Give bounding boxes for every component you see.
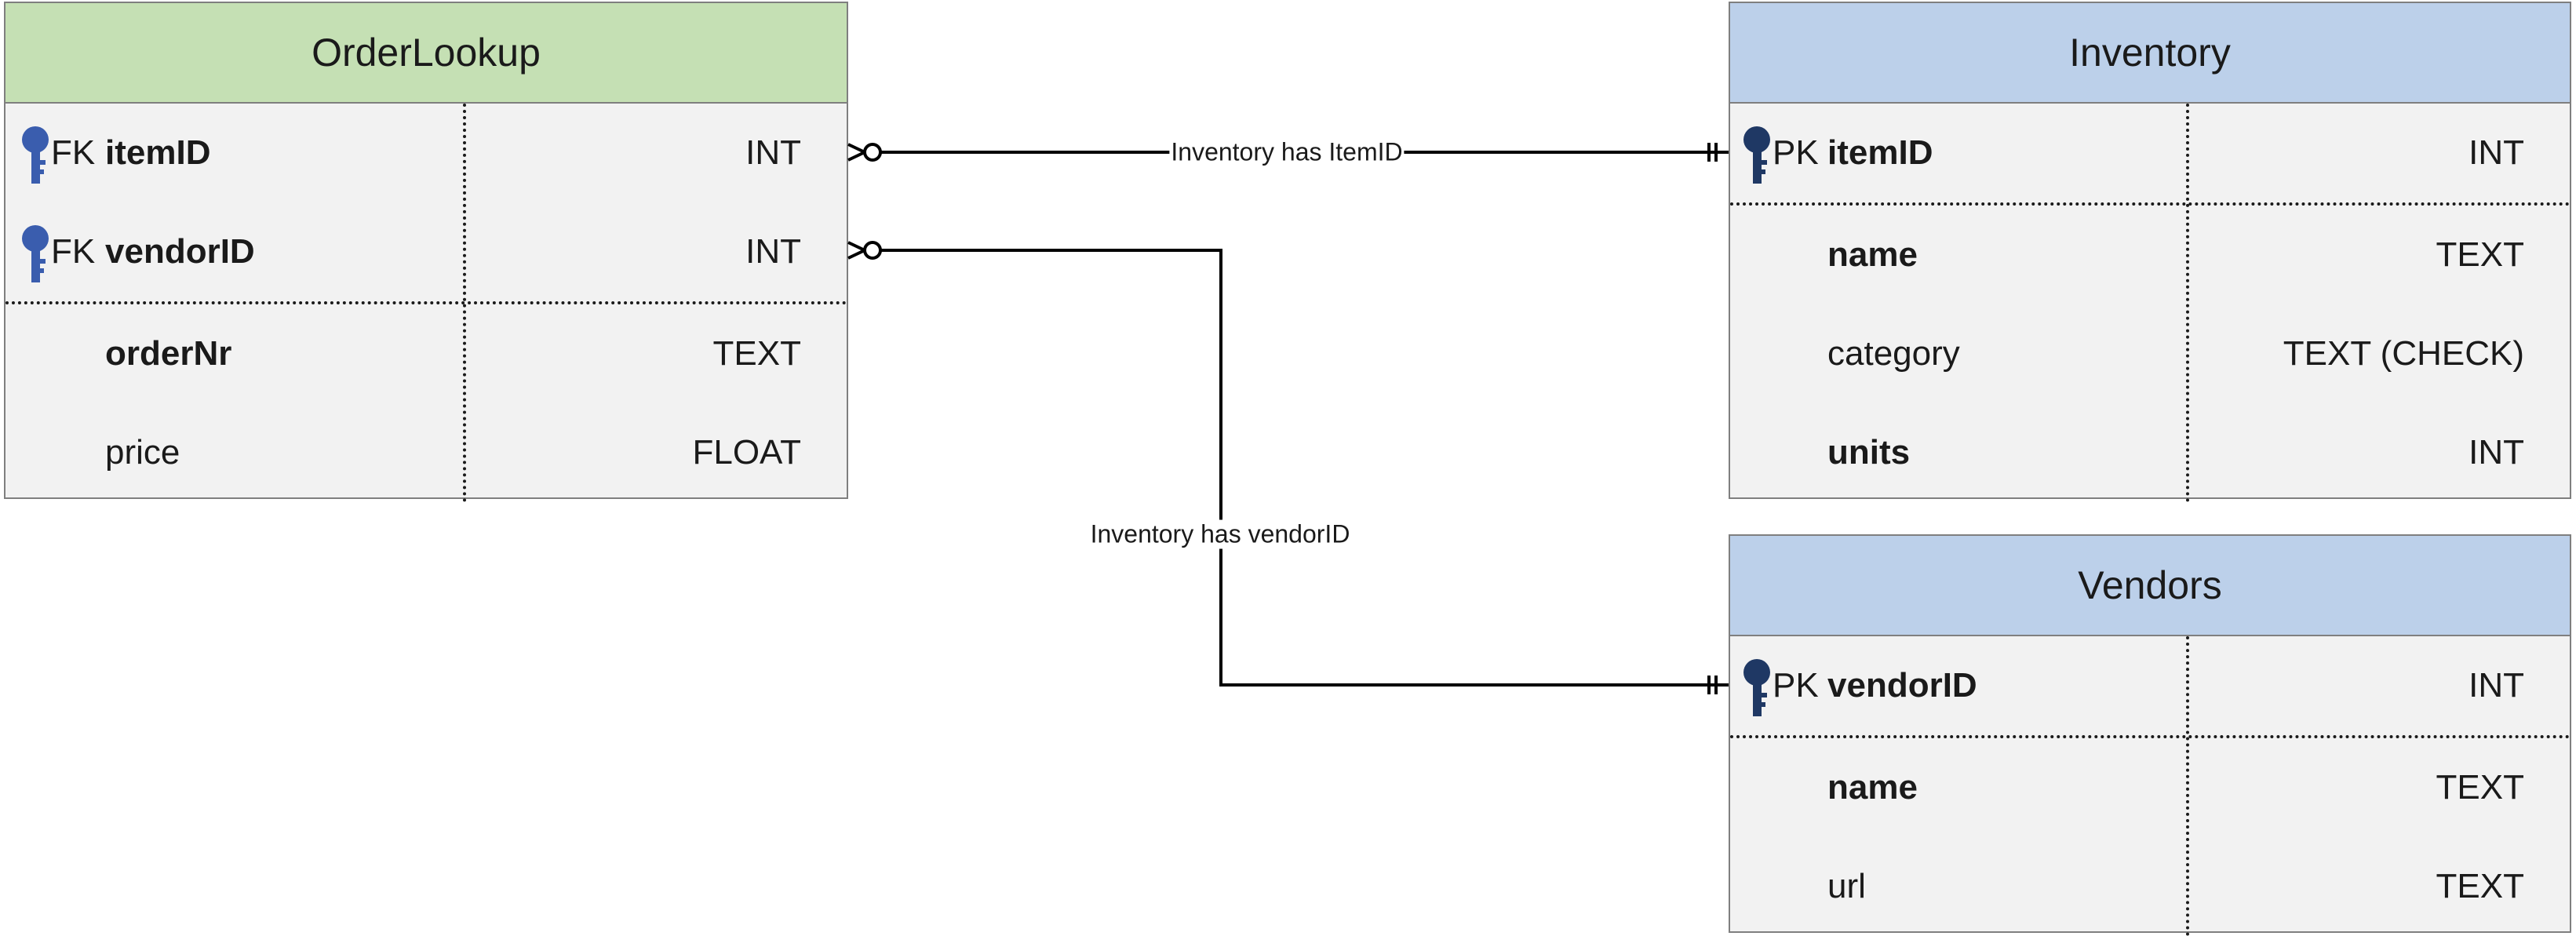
table-row[interactable]: category TEXT (CHECK) — [1730, 304, 2570, 403]
column-divider — [463, 104, 466, 502]
column-divider — [2186, 104, 2189, 502]
section-divider — [1730, 202, 2570, 206]
section-divider — [1730, 735, 2570, 738]
column-name: vendorID — [1827, 666, 1977, 705]
inventory-table[interactable]: Inventory PK itemID INT name TEXT catego… — [1729, 2, 2571, 502]
column-type: INT — [2469, 433, 2524, 472]
key-icon — [22, 225, 49, 282]
table-row[interactable]: name TEXT — [1730, 206, 2570, 304]
table-row[interactable]: name TEXT — [1730, 738, 2570, 837]
column-type: TEXT — [712, 334, 801, 373]
key-type: PK — [1773, 133, 1819, 172]
column-type: TEXT — [2436, 768, 2524, 807]
column-name: units — [1827, 433, 1911, 472]
key-type: FK — [51, 133, 96, 172]
column-type: INT — [2469, 133, 2524, 172]
zero-circle-vendorid — [863, 241, 882, 260]
table-row[interactable]: PK itemID INT — [1730, 104, 2570, 202]
crowfoot-many-itemid — [847, 143, 869, 162]
column-type: INT — [745, 133, 801, 172]
column-name: name — [1827, 768, 1918, 807]
key-type: FK — [51, 232, 96, 271]
column-name: category — [1827, 334, 1960, 373]
table-row[interactable]: url TEXT — [1730, 837, 2570, 936]
column-name: itemID — [1827, 133, 1933, 172]
orderlookup-table[interactable]: OrderLookup FK itemID INT FK vendorID IN… — [4, 2, 848, 502]
key-icon — [1743, 126, 1770, 184]
key-icon — [1743, 659, 1770, 716]
key-icon — [22, 126, 49, 184]
relationship-label-vendorid[interactable]: Inventory has vendorID — [1088, 519, 1352, 549]
column-type: TEXT — [2436, 235, 2524, 274]
table-row[interactable]: FK itemID INT — [5, 104, 847, 202]
column-type: FLOAT — [692, 433, 801, 472]
one-bar-vendorid — [1707, 676, 1718, 694]
column-type: TEXT — [2436, 867, 2524, 905]
column-divider — [2186, 636, 2189, 936]
table-row[interactable]: FK vendorID INT — [5, 202, 847, 301]
column-name: itemID — [105, 133, 211, 172]
zero-circle-itemid — [863, 143, 882, 162]
section-divider — [5, 301, 847, 304]
orderlookup-title: OrderLookup — [5, 3, 847, 104]
vendors-table[interactable]: Vendors PK vendorID INT name TEXT url TE… — [1729, 534, 2571, 936]
table-row[interactable]: orderNr TEXT — [5, 304, 847, 403]
one-bar-itemid — [1707, 143, 1718, 162]
column-type: INT — [745, 232, 801, 271]
inventory-title: Inventory — [1730, 3, 2570, 104]
column-name: price — [105, 433, 180, 472]
column-name: url — [1827, 867, 1866, 905]
column-type: INT — [2469, 666, 2524, 705]
column-name: name — [1827, 235, 1918, 274]
column-name: vendorID — [105, 232, 255, 271]
table-row[interactable]: price FLOAT — [5, 403, 847, 502]
column-type: TEXT (CHECK) — [2283, 334, 2524, 373]
relationship-label-itemid[interactable]: Inventory has ItemID — [1169, 137, 1405, 167]
table-row[interactable]: units INT — [1730, 403, 2570, 502]
relationship-line-vendorid[interactable] — [871, 249, 1729, 687]
key-type: PK — [1773, 666, 1819, 705]
table-row[interactable]: PK vendorID INT — [1730, 636, 2570, 735]
column-name: orderNr — [105, 334, 232, 373]
crowfoot-many-vendorid — [847, 241, 869, 260]
vendors-title: Vendors — [1730, 536, 2570, 636]
